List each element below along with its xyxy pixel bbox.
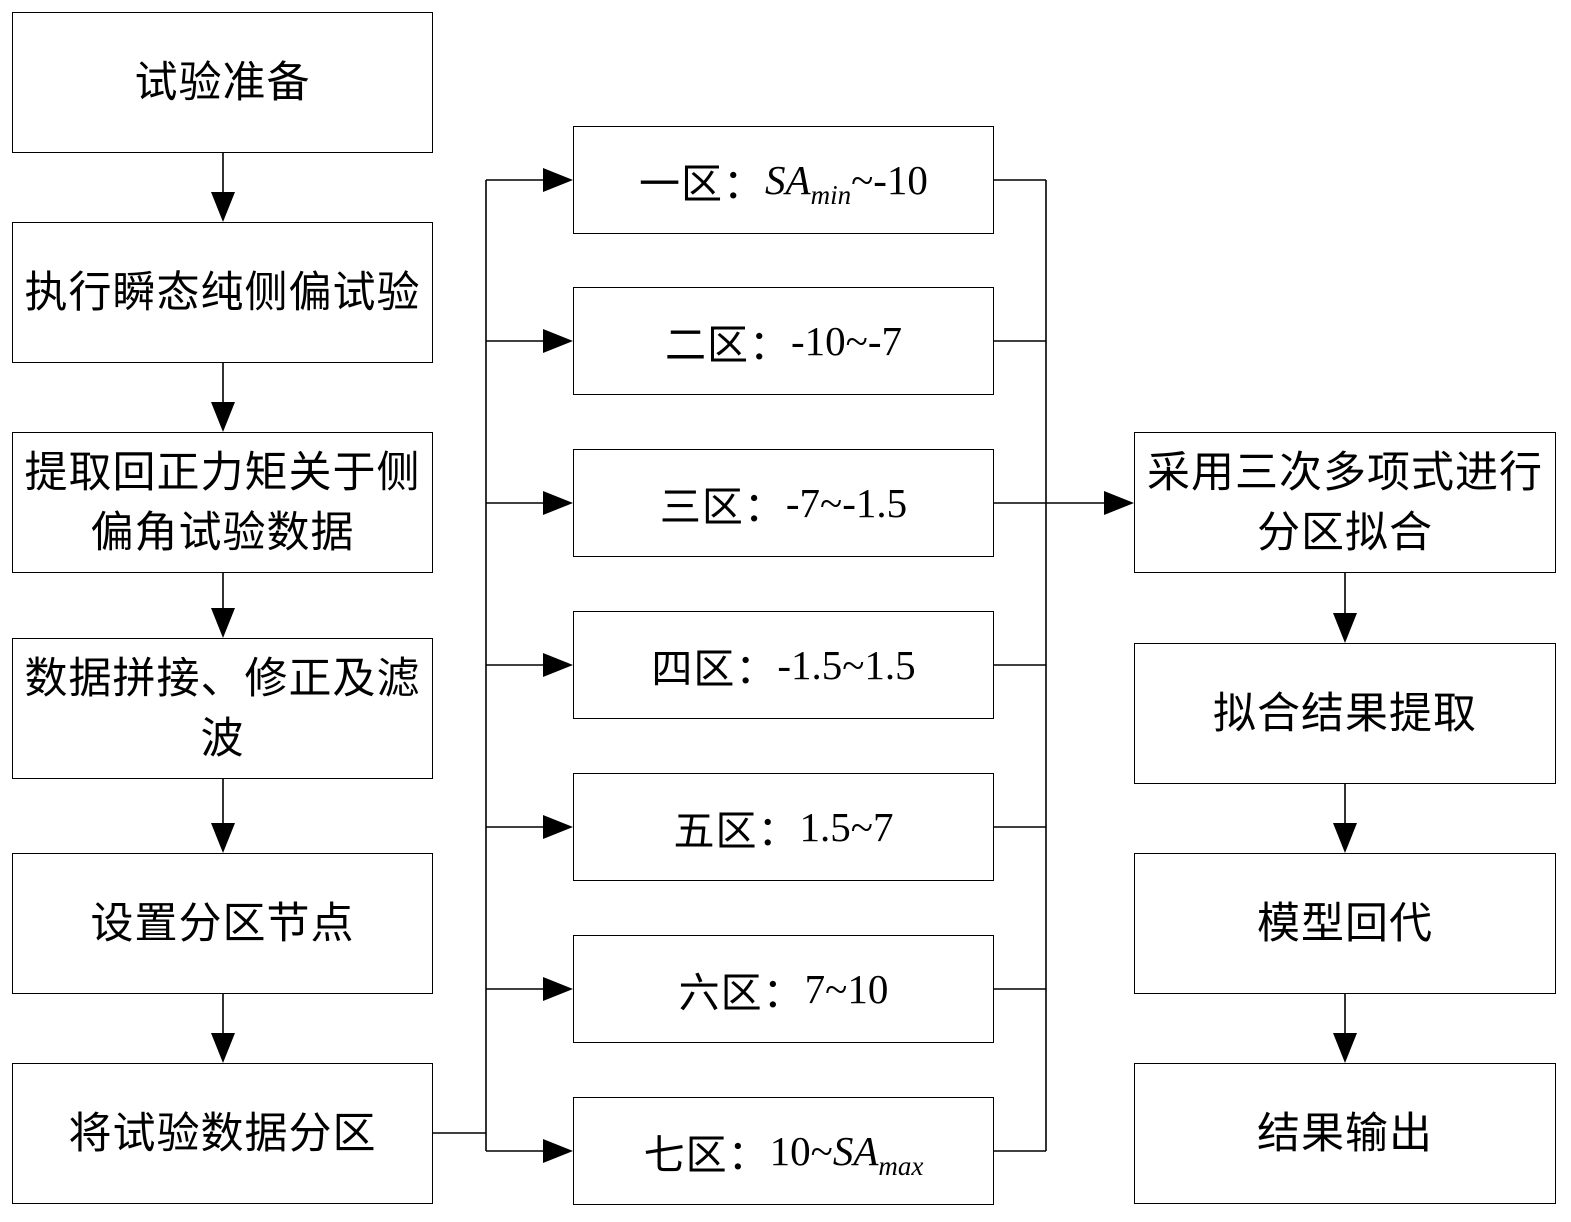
step-execute-label: 执行瞬态纯侧偏试验: [25, 263, 421, 323]
step-partition-label: 将试验数据分区: [69, 1104, 377, 1164]
step-extract-box: 提取回正力矩关于侧偏角试验数据: [12, 432, 433, 573]
zone-3-name: 三区：: [660, 473, 786, 533]
zone-in-arrow-7: [543, 1139, 573, 1163]
fit-in-arrow: [1104, 491, 1134, 515]
left-flow-arrow-4: [211, 823, 235, 853]
zone-in-arrow-6: [543, 977, 573, 1001]
zone-in-arrow-2: [543, 329, 573, 353]
step-execute-box: 执行瞬态纯侧偏试验: [12, 222, 433, 363]
zone-3-box: 三区：-7~-1.5: [573, 449, 994, 557]
zone-1-box: 一区： SAmin~-10: [573, 126, 994, 234]
zone-1-range: SAmin~-10: [765, 156, 928, 204]
step-backsub-box: 模型回代: [1134, 853, 1556, 994]
right-flow-arrow-1: [1333, 613, 1357, 643]
zone-6-range: 7~10: [805, 965, 889, 1013]
step-fit-result-box: 拟合结果提取: [1134, 643, 1556, 784]
zone-7-box: 七区： 10~SAmax: [573, 1097, 994, 1205]
zone-6-box: 六区：7~10: [573, 935, 994, 1043]
step-nodes-label: 设置分区节点: [91, 894, 355, 954]
right-flow-arrow-2: [1333, 823, 1357, 853]
sa-symbol: SA: [765, 157, 811, 203]
step-splice-box: 数据拼接、修正及滤波: [12, 638, 433, 779]
left-flow-arrow-2: [211, 402, 235, 432]
step-fit-box: 采用三次多项式进行分区拟合: [1134, 432, 1556, 573]
zone-2-name: 二区：: [665, 311, 791, 371]
zone-7-range: 10~SAmax: [770, 1127, 924, 1175]
zone-4-name: 四区：: [651, 635, 777, 695]
zone-5-range: 1.5~7: [800, 803, 894, 851]
sa-subscript-min: min: [811, 180, 852, 210]
step-fit-label: 采用三次多项式进行分区拟合: [1143, 443, 1547, 563]
zone-5-box: 五区：1.5~7: [573, 773, 994, 881]
zone-1-name: 一区：: [639, 150, 765, 210]
sa-symbol: SA: [833, 1128, 879, 1174]
left-flow-arrow-3: [211, 608, 235, 638]
zone-3-range: -7~-1.5: [786, 479, 907, 527]
zone-in-arrow-3: [543, 491, 573, 515]
zone-7-range-prefix: 10~: [770, 1128, 833, 1174]
zone-7-name: 七区：: [644, 1121, 770, 1181]
step-splice-label: 数据拼接、修正及滤波: [23, 649, 422, 769]
zone-2-box: 二区：-10~-7: [573, 287, 994, 395]
zone-2-range: -10~-7: [791, 317, 902, 365]
left-flow-arrow-1: [211, 192, 235, 222]
step-extract-label: 提取回正力矩关于侧偏角试验数据: [23, 443, 422, 563]
zone-4-range: -1.5~1.5: [777, 641, 915, 689]
zone-5-name: 五区：: [674, 797, 800, 857]
zone-6-name: 六区：: [679, 959, 805, 1019]
step-prepare-label: 试验准备: [135, 53, 311, 113]
sa-subscript-max: max: [878, 1151, 923, 1181]
zone-4-box: 四区：-1.5~1.5: [573, 611, 994, 719]
zone-1-range-suffix: ~-10: [851, 157, 928, 203]
step-output-box: 结果输出: [1134, 1063, 1556, 1204]
step-fit-result-label: 拟合结果提取: [1213, 684, 1477, 744]
step-backsub-label: 模型回代: [1257, 894, 1433, 954]
step-output-label: 结果输出: [1257, 1104, 1433, 1164]
step-nodes-box: 设置分区节点: [12, 853, 433, 994]
right-flow-arrow-3: [1333, 1033, 1357, 1063]
step-prepare-box: 试验准备: [12, 12, 433, 153]
zone-in-arrow-1: [543, 168, 573, 192]
left-flow-arrow-5: [211, 1033, 235, 1063]
zone-in-arrow-4: [543, 653, 573, 677]
step-partition-box: 将试验数据分区: [12, 1063, 433, 1204]
zone-in-arrow-5: [543, 815, 573, 839]
